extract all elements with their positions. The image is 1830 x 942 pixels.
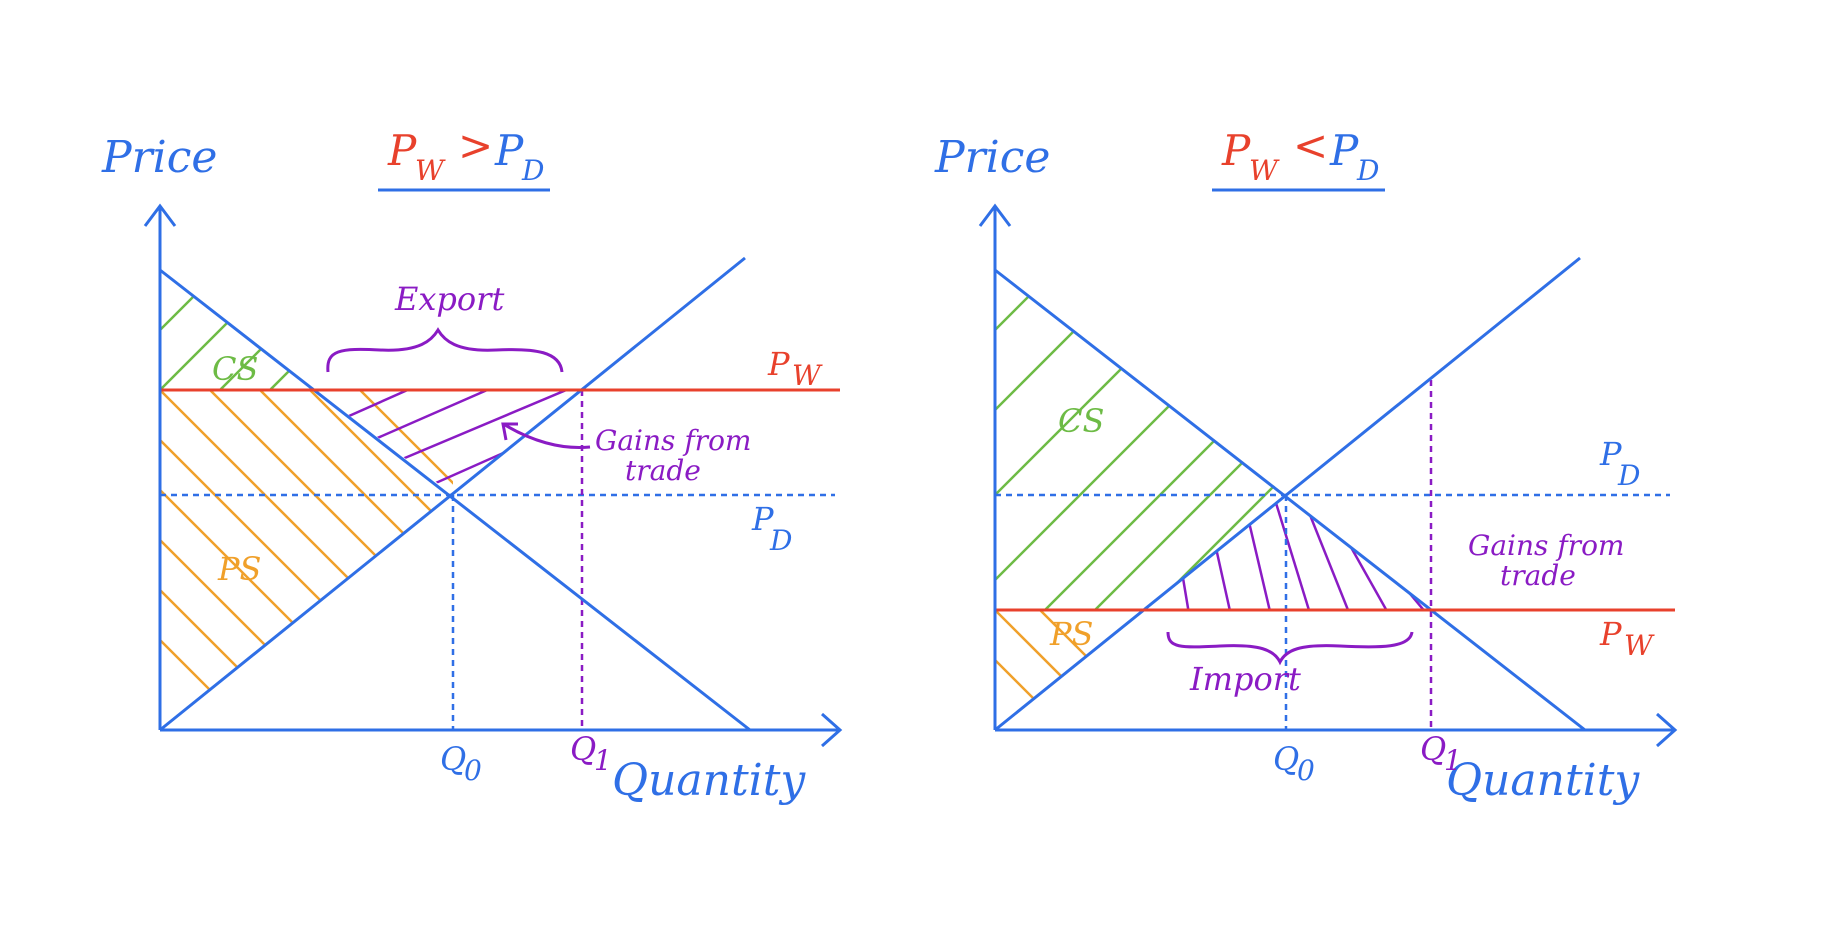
gains-arrow xyxy=(504,423,591,450)
producer-surplus-region xyxy=(995,610,1141,730)
gains-label-line1: Gains from xyxy=(595,424,751,457)
q0-label: Q xyxy=(1273,740,1299,778)
gains-label-line2: trade xyxy=(1500,559,1576,592)
x-axis-label: Quantity xyxy=(612,755,806,806)
gains-region xyxy=(1178,495,1431,610)
pw-label: P xyxy=(767,345,790,383)
pd-label: P xyxy=(751,500,774,538)
pw-sub: W xyxy=(792,359,823,392)
title-pw-sub: W xyxy=(1249,154,1280,187)
import-brace xyxy=(1166,631,1414,666)
panel-export: P W > P D xyxy=(101,121,843,806)
q1-label: Q xyxy=(570,730,596,768)
pw-label: P xyxy=(1599,615,1622,653)
q1-sub: 1 xyxy=(1444,744,1462,777)
cs-label: CS xyxy=(212,350,258,388)
title-pw: P xyxy=(387,126,417,175)
ps-label: PS xyxy=(217,550,261,588)
consumer-surplus-region xyxy=(160,270,316,390)
y-axis-arrow-icon xyxy=(143,203,177,227)
y-axis-arrow-icon xyxy=(978,203,1012,227)
y-axis-label: Price xyxy=(934,132,1050,183)
panel-import: P W < P D xyxy=(934,121,1678,806)
gains-label-line2: trade xyxy=(625,454,701,487)
x-axis-label: Quantity xyxy=(1446,755,1640,806)
title-pw-sub: W xyxy=(415,154,446,187)
x-axis-arrow-icon xyxy=(821,712,843,748)
title-export: P W > P D xyxy=(378,121,550,192)
supply-curve xyxy=(994,256,1581,732)
title-pw: P xyxy=(1221,126,1251,175)
q1-label: Q xyxy=(1420,730,1446,768)
pd-sub: D xyxy=(769,524,792,557)
pw-sub: W xyxy=(1624,629,1655,662)
q1-sub: 1 xyxy=(594,744,612,777)
title-pd: P xyxy=(494,126,524,175)
title-pd: P xyxy=(1329,126,1359,175)
cs-label: CS xyxy=(1058,402,1104,440)
gains-region xyxy=(339,390,582,492)
title-import: P W < P D xyxy=(1212,121,1385,192)
gains-label-line1: Gains from xyxy=(1468,529,1624,562)
export-brace xyxy=(326,327,564,373)
supply-curve xyxy=(159,256,746,732)
title-operator: > xyxy=(458,121,493,170)
export-label: Export xyxy=(394,280,504,318)
pd-sub: D xyxy=(1617,459,1640,492)
import-label: Import xyxy=(1189,660,1301,698)
demand-curve xyxy=(994,268,1586,732)
gains-arrowhead-icon xyxy=(501,422,518,441)
x-axis-arrow-icon xyxy=(1656,712,1678,748)
demand-curve xyxy=(159,268,751,732)
title-pd-sub: D xyxy=(1356,154,1379,187)
title-operator: < xyxy=(1293,121,1328,170)
y-axis-label: Price xyxy=(101,132,217,183)
q0-sub: 0 xyxy=(1297,754,1315,787)
q0-sub: 0 xyxy=(464,754,482,787)
title-pd-sub: D xyxy=(521,154,544,187)
ps-label: PS xyxy=(1049,615,1093,653)
q0-label: Q xyxy=(440,740,466,778)
pd-label: P xyxy=(1599,435,1622,473)
